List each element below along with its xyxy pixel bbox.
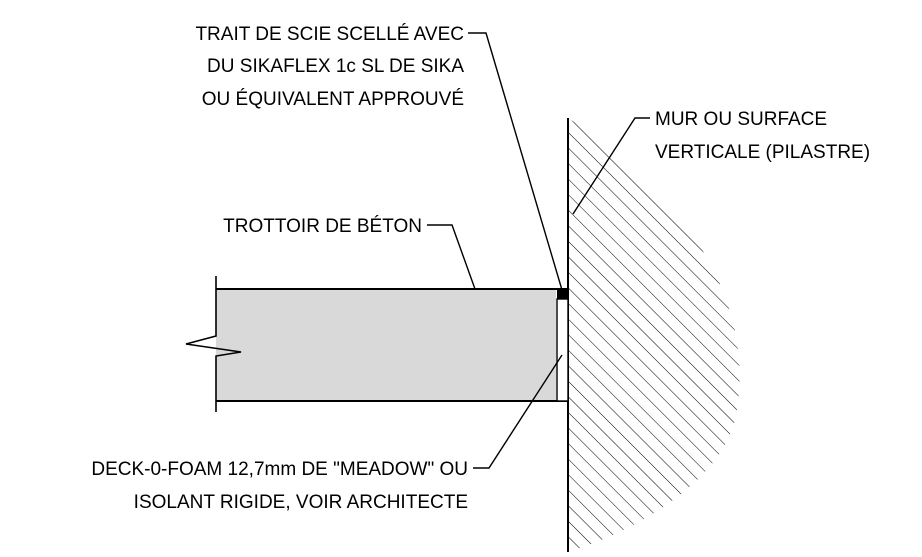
label-saw-cut-line2: DU SIKAFLEX 1c SL DE SIKA: [207, 56, 464, 77]
label-wall-line1: MUR OU SURFACE: [655, 109, 827, 130]
leader-sidewalk: [427, 224, 476, 290]
label-saw-cut-line3: OU ÉQUIVALENT APPROUVÉ: [202, 89, 464, 110]
leader-wall: [572, 117, 650, 215]
label-foam-line2: ISOLANT RIGIDE, VOIR ARCHITECTE: [134, 492, 468, 513]
label-sidewalk: TROTTOIR DE BÉTON: [223, 216, 422, 237]
leader-saw-cut: [468, 32, 563, 291]
concrete-slab: [185, 276, 568, 412]
foam-strip: [556, 289, 569, 402]
label-saw-cut-line1: TRAIT DE SCIE SCELLÉ AVEC: [195, 24, 464, 45]
break-line: [185, 276, 242, 412]
wall-section: [567, 118, 740, 552]
label-foam-line1: DECK-0-FOAM 12,7mm DE "MEADOW" OU: [91, 459, 468, 480]
sealant-block: [557, 289, 568, 299]
label-wall-line2: VERTICALE (PILASTRE): [655, 142, 870, 163]
leader-foam: [473, 354, 563, 469]
